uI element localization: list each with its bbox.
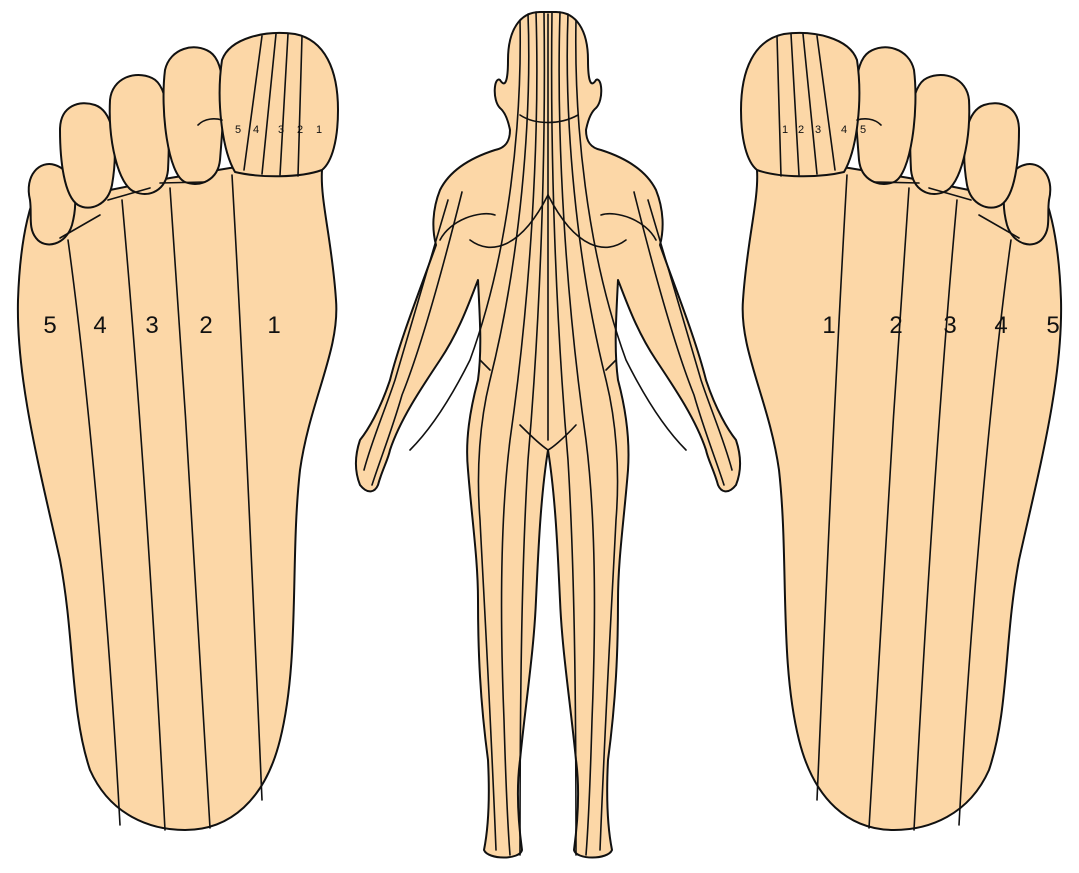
left-big-toe-label-3: 3: [278, 124, 284, 136]
left-foot: 5 4 3 2 1 5 4 3 2 1: [18, 33, 338, 830]
left-foot-toe-4: [60, 103, 115, 207]
right-foot-zone-label-3: 3: [943, 312, 956, 339]
right-foot: 1 2 3 4 5 1 2 3 4 5: [741, 33, 1061, 830]
right-foot-sole: [743, 160, 1061, 830]
right-big-toe-label-4: 4: [841, 124, 847, 136]
right-foot-toe-3: [910, 75, 969, 194]
right-foot-crease: [874, 182, 919, 183]
right-foot-big-toe: [741, 33, 859, 176]
left-foot-zone-label-2: 2: [199, 312, 212, 339]
left-foot-zone-label-3: 3: [145, 312, 158, 339]
human-body: [356, 12, 740, 858]
right-big-toe-label-3: 3: [815, 124, 821, 136]
left-foot-zone-label-5: 5: [43, 312, 56, 339]
left-foot-zone-label-1: 1: [267, 312, 280, 339]
left-foot-toe-3: [110, 75, 169, 194]
right-foot-zone-label-5: 5: [1046, 312, 1059, 339]
right-foot-toe-2: [856, 47, 916, 184]
left-big-toe-label-4: 4: [253, 124, 259, 136]
left-foot-sole: [18, 160, 336, 830]
right-foot-zone-label-1: 1: [822, 312, 835, 339]
left-foot-zone-label-4: 4: [93, 312, 106, 339]
right-foot-zone-label-2: 2: [889, 312, 902, 339]
right-foot-zone-label-4: 4: [994, 312, 1007, 339]
right-foot-toe-4: [964, 103, 1019, 207]
left-big-toe-label-1: 1: [316, 124, 322, 136]
left-big-toe-label-5: 5: [235, 124, 241, 136]
right-big-toe-label-1: 1: [782, 124, 788, 136]
left-big-toe-label-2: 2: [297, 124, 303, 136]
right-big-toe-label-5: 5: [860, 124, 866, 136]
left-foot-big-toe: [220, 33, 338, 176]
left-foot-toe-2: [164, 47, 224, 184]
right-big-toe-label-2: 2: [798, 124, 804, 136]
left-foot-crease: [160, 182, 205, 183]
